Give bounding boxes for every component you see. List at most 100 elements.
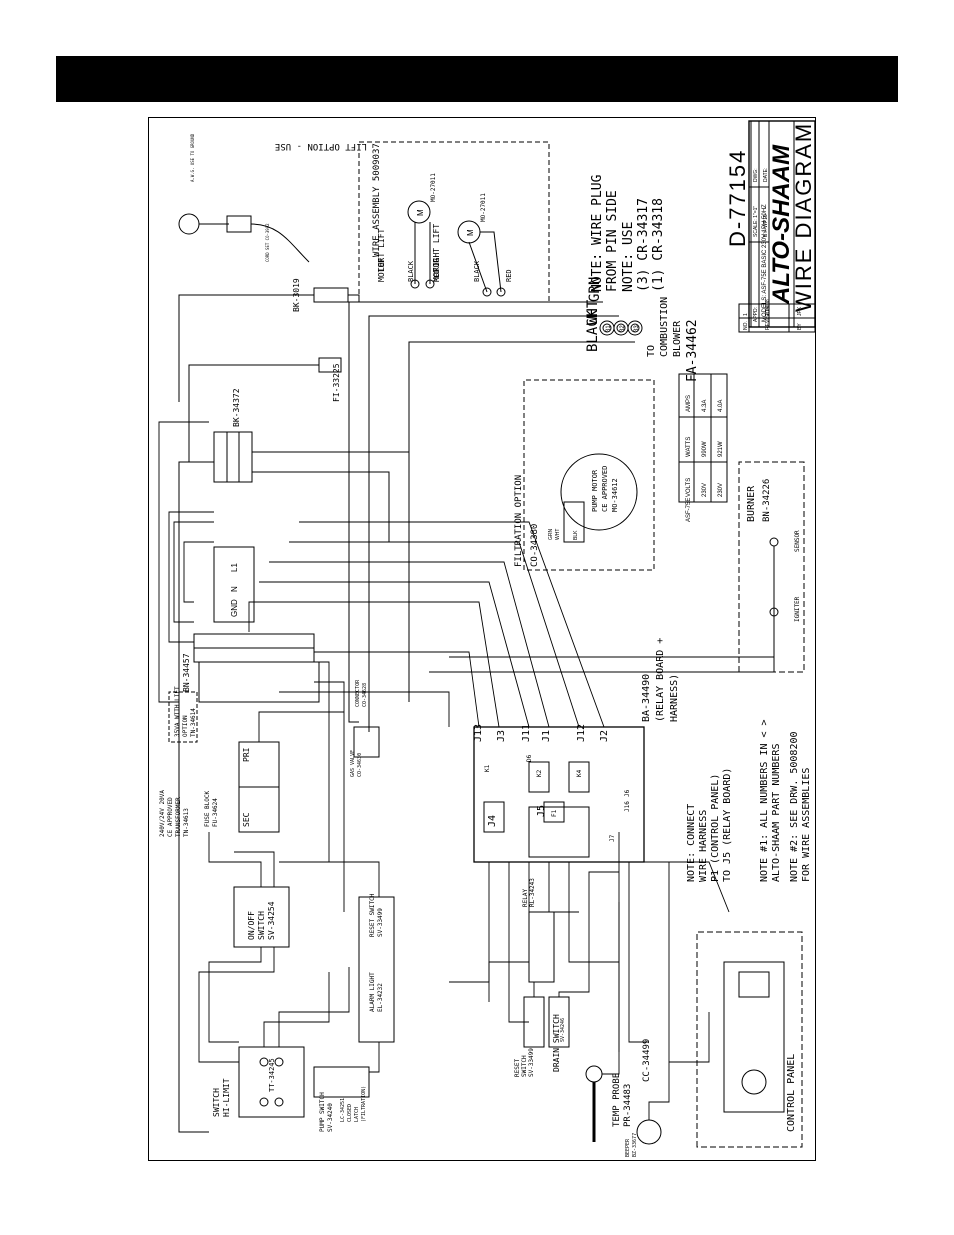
- blower-combustion: COMBUSTION: [659, 297, 670, 357]
- pump-switch-label: PUMP SWITCH: [319, 1092, 326, 1132]
- left-motor-symbol: M: [416, 209, 425, 216]
- igniter-label: IGNITER: [794, 596, 801, 622]
- spec-header-watts: WATTS: [686, 437, 692, 457]
- hi-limit-part: TT-34245: [268, 1058, 276, 1092]
- transformer-spec-3: TRANSFORMER: [175, 797, 182, 837]
- power-cord-section: A.W.G. USE TO GROUND CORD SET CO-3902 BK…: [178, 133, 360, 462]
- drawing-number: D-77154: [725, 149, 750, 247]
- filtration-wire-blk: BLK: [573, 530, 579, 540]
- title-text: WIRE DIAGRAM: [791, 122, 816, 312]
- lift-option-label-2: WIRE ASSEMBLY 5009037: [372, 143, 382, 257]
- transformer-pri: PRI: [242, 747, 251, 762]
- filtration-wire-wht: WHT: [555, 529, 561, 540]
- lift-wire-black-2: BLACK: [473, 260, 481, 282]
- cord-set-label: CORD SET CO-3902: [265, 223, 270, 262]
- spec-model: ASF-75E: [686, 498, 692, 522]
- gas-valve: GAS VALVE CO-34630 CONNECTOR CO-34628: [350, 679, 380, 777]
- rev-row-by: JPK: [797, 306, 803, 316]
- rev-header-no: NO.: [743, 321, 749, 330]
- gas-valve-label: GAS VALVE: [350, 750, 356, 777]
- filtration-option: FILTRATION OPTION CO-34380 PUMP MOTOR CE…: [514, 379, 655, 571]
- wire-grn-label: GRN: [587, 277, 603, 302]
- transformer-sec: SEC: [242, 812, 251, 827]
- left-motor-label: LEFT LIFT: [377, 228, 386, 272]
- relay-k2: K2: [536, 769, 543, 777]
- spec-r2-watts: 921W: [718, 441, 724, 457]
- left-motor-label-2: MOTOR: [377, 258, 386, 282]
- jack-j3: J3: [496, 730, 507, 742]
- relay-k4: K4: [576, 769, 583, 777]
- relay-board: J13 J3 J11 J1 J12 J2 J4 J5 J6 J16 J7 K1 …: [473, 638, 680, 863]
- filtration-part: CO-34380: [530, 524, 540, 567]
- spec-r1-volts: 230V: [702, 483, 708, 497]
- wire-black-label: BLACK: [585, 309, 601, 352]
- wire-diagram-sheet: WIRE DIAGRAM ALTO-SHAAM MODELS: ASF-75E …: [148, 117, 816, 1161]
- onoff-label: ON/OFF: [247, 911, 256, 940]
- spec-table: VOLTS WATTS AMPS 230V 990W 4.3A 230V 921…: [678, 373, 728, 522]
- right-motor-label: RIGHT LIFT: [432, 224, 441, 272]
- reset-bottom-part: SV-33499: [528, 1048, 535, 1077]
- lift-wire-red-1: RED: [433, 269, 441, 282]
- right-motor-label-2: MOTOR: [432, 258, 441, 282]
- term-gnd: GND: [230, 599, 239, 617]
- control-panel-label: CONTROL PANEL: [786, 1054, 797, 1132]
- connector-label: CONNECTOR: [355, 679, 361, 707]
- spec-header-amps: AMPS: [686, 395, 692, 412]
- lift-option: LIFT OPTION - USE WIRE ASSEMBLY 5009037 …: [275, 141, 550, 303]
- page-header-bar: [56, 56, 898, 102]
- rev-row-date: 7/14/08: [765, 299, 771, 316]
- jack-j6: J6: [624, 789, 631, 797]
- transformer-spec-1: 240V/24V 20VA: [159, 790, 166, 837]
- jack-j12: J12: [576, 724, 587, 742]
- model-text: MODELS: ASF-75E BASIC 230V 1PH 50HZ: [762, 204, 768, 322]
- relay-board-part: BA-34490: [641, 674, 652, 722]
- hi-limit-label-2: SWITCH: [212, 1088, 221, 1117]
- relay-part: RL-34243: [529, 878, 536, 907]
- rev-row-no: 1: [743, 313, 749, 316]
- pump-switch-part: SV-34240: [327, 1103, 334, 1132]
- fuse-block-label: FUSE BLOCK: [204, 790, 211, 827]
- reset-top-label: RESET SWITCH: [369, 893, 376, 937]
- note2-line2: FOR WIRE ASSEMBLIES: [801, 768, 812, 882]
- onoff-switch: ON/OFF SWITCH SV-34254: [233, 886, 290, 948]
- pump-motor-part: MO-34612: [611, 478, 619, 512]
- blower-to: TO: [646, 345, 657, 357]
- reset-bottom-label-2: SWITCH: [521, 1055, 528, 1077]
- term-l1: L1: [230, 563, 239, 572]
- blower-pin-33: 33: [634, 325, 640, 332]
- temp-probe: TEMP PROBE PR-34483 CC-34499 BEEPER BZ-3…: [585, 1039, 662, 1157]
- lift-wire-red-2: RED: [505, 269, 513, 282]
- relay-board-desc-1: (RELAY BOARD +: [655, 638, 666, 722]
- relay-f1: F1: [551, 809, 558, 817]
- blower-part: FA-34462: [685, 319, 700, 382]
- temp-probe-part: PR-34483: [623, 1084, 633, 1127]
- pump-motor-ce: CE APPROVED: [601, 466, 609, 512]
- spec-header-volts: VOLTS: [686, 478, 692, 497]
- pump-switch-latch: PUMP SWITCH SV-34240 LC-34251 CLOSED LAT…: [313, 1066, 370, 1132]
- cc34499-label: CC-34499: [642, 1039, 652, 1082]
- note-wire-plug-1: NOTE: WIRE PLUG: [590, 174, 605, 292]
- scale-text: SCALE: 1"=1": [753, 206, 759, 237]
- date-label: DATE:: [763, 168, 769, 182]
- note2-line1: NOTE #2: SEE DRW. 5008200: [789, 731, 800, 882]
- terminal-block-bk34372: BK-34372 GND N L1: [178, 388, 410, 1133]
- jack-j13: J13: [473, 724, 484, 742]
- spec-r2-amps: 4.0A: [718, 400, 724, 412]
- note1-line1: NOTE #1: ALL NUMBERS IN < >: [759, 719, 770, 882]
- bn34457-label: BN-34457: [182, 653, 191, 692]
- jack-j1: J1: [541, 730, 552, 742]
- notes-bottom: NOTE: CONNECT WIRE HARNESS P1 (CONTROL P…: [686, 719, 812, 882]
- drain-label: DRAIN SWITCH: [552, 1014, 561, 1072]
- relay-k1: K1: [484, 764, 491, 772]
- control-panel: CONTROL PANEL: [696, 931, 803, 1148]
- beeper-label: BEEPER: [625, 1138, 631, 1157]
- fi33225-label: FI-33225: [332, 363, 341, 402]
- latch-label-2: LATCH: [354, 1107, 360, 1122]
- jack-j5: J5: [536, 805, 547, 817]
- note-wire-plug-2: FROM PIN SIDE: [605, 190, 620, 292]
- transformer-spec-2: CE APPROVED: [167, 797, 174, 837]
- gas-valve-part: CO-34630: [357, 753, 363, 777]
- lift-option-label-1: LIFT OPTION - USE: [275, 141, 367, 151]
- pump-motor-label: PUMP MOTOR: [591, 469, 599, 512]
- alarm-light-part: EL-34232: [377, 983, 384, 1012]
